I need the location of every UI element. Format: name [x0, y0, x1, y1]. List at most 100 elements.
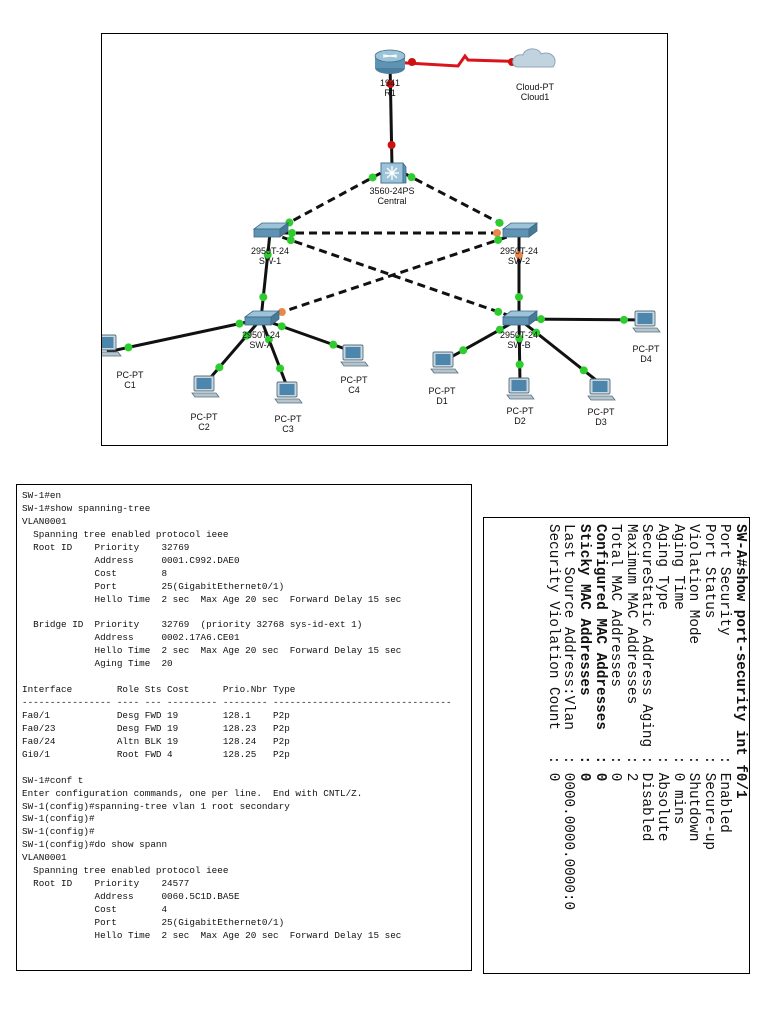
device-name-label: R1	[384, 88, 396, 98]
switch-icon[interactable]	[501, 310, 539, 326]
switch-icon[interactable]	[243, 310, 281, 326]
port-blocked-indicator	[277, 308, 286, 317]
device-model-label: 2950T-24	[250, 246, 290, 256]
port-blocked-indicator	[515, 251, 523, 259]
trunk-link-dashed	[260, 231, 520, 321]
port-up-indicator	[242, 331, 251, 340]
port-up-indicator	[277, 322, 286, 331]
port-security-line: Last Source Address:Vlan : 0000.0000.000…	[560, 524, 577, 911]
port-security-line: Aging Time : 0 mins	[669, 524, 686, 825]
port-up-indicator	[215, 363, 224, 372]
terminal-line: SW-1(config)#do show spann	[22, 839, 168, 851]
pc-icon[interactable]	[430, 351, 459, 374]
terminal-line: VLAN0001	[22, 852, 67, 864]
switch-icon[interactable]	[252, 222, 290, 238]
topology-canvas	[102, 48, 661, 404]
port-security-line: Sticky MAC Addresses : 0	[576, 524, 593, 782]
port-up-indicator	[276, 364, 285, 373]
terminal-line: Fa0/24 Altn BLK 19 128.24 P2p	[22, 735, 290, 747]
port-blocked-indicator	[493, 229, 501, 237]
device-name-label: C1	[124, 380, 136, 390]
serial-link	[389, 53, 535, 68]
pc-icon[interactable]	[587, 378, 616, 401]
port-up-indicator	[515, 293, 523, 301]
port-up-indicator	[579, 366, 588, 375]
device-name-label: Central	[377, 196, 407, 206]
terminal-line	[22, 671, 452, 684]
terminal-line: VLAN0001	[22, 515, 67, 527]
port-security-line: Maximum MAC Addresses : 2	[622, 524, 639, 782]
terminal-line: Cost 4	[22, 904, 168, 915]
device-model-label: PC-PT	[116, 370, 144, 380]
ethernet-link	[203, 318, 263, 385]
terminal-line: Interface Role Sts Cost Prio.Nbr Type	[22, 684, 296, 696]
terminal-line: SW-1(config)#spanning-tree vlan 1 root s…	[22, 800, 290, 812]
port-security-line: Port Security : Enabled	[716, 524, 733, 833]
ethernet-link	[259, 232, 272, 320]
port-up-indicator	[532, 328, 541, 337]
ethernet-link	[517, 318, 522, 385]
port-up-indicator	[408, 58, 416, 66]
terminal-line: Hello Time 2 sec Max Age 20 sec Forward …	[22, 645, 402, 657]
device-name-label: Cloud1	[520, 92, 550, 102]
terminal-line: Address 0001.C992.DAE0	[22, 554, 240, 566]
ethernet-link	[518, 317, 602, 386]
port-up-indicator	[259, 293, 268, 302]
router-icon[interactable]	[374, 49, 406, 74]
port-up-indicator	[495, 218, 504, 227]
cloud-icon[interactable]	[512, 48, 556, 68]
pc-icon[interactable]	[102, 334, 122, 357]
pc-icon[interactable]	[191, 375, 220, 398]
trunk-link-dashed	[269, 165, 393, 235]
port-security-line: Port Status : Secure-up	[700, 524, 717, 851]
terminal-line: Bridge ID Priority 32769 (priority 32768…	[22, 619, 363, 631]
device-name-label: C4	[348, 385, 360, 395]
port-security-line: SW-A#show port-security int f0/1	[732, 524, 748, 799]
port-security-line: Security Violation Count : 0	[544, 524, 561, 782]
pc-icon[interactable]	[340, 344, 369, 367]
ethernet-link	[260, 317, 355, 354]
pc-icon[interactable]	[274, 381, 303, 404]
terminal-line: Cost 8	[22, 567, 168, 579]
terminal-line: Address 0002.17A6.CE01	[22, 632, 240, 644]
device-name-label: SW-1	[258, 256, 282, 266]
pc-icon[interactable]	[506, 377, 535, 400]
port-security-line: SecureStatic Address Aging : Disabled	[638, 524, 655, 842]
port-up-indicator	[124, 343, 133, 352]
port-up-indicator	[368, 173, 377, 182]
port-up-indicator	[459, 346, 468, 355]
pc-icon[interactable]	[632, 310, 661, 333]
terminal-line: SW-1#conf t	[22, 774, 84, 786]
device-name-label: C2	[198, 422, 210, 432]
multilayer-switch-icon[interactable]	[380, 162, 407, 184]
switch-icon[interactable]	[501, 222, 539, 238]
device-name-label: SW-B	[507, 340, 531, 350]
port-up-indicator	[235, 319, 244, 328]
device-model-label: 3560-24PS	[369, 186, 415, 196]
port-up-indicator	[494, 235, 503, 244]
device-name-label: C3	[282, 424, 294, 434]
port-up-indicator	[264, 335, 273, 344]
device-model-label: PC-PT	[632, 344, 660, 354]
device-model-label: PC-PT	[190, 412, 218, 422]
device-model-label: PC-PT	[587, 407, 615, 417]
port-up-indicator	[536, 315, 545, 324]
port-up-indicator	[407, 173, 416, 182]
port-up-indicator	[386, 79, 395, 88]
device-model-label: PC-PT	[506, 406, 534, 416]
